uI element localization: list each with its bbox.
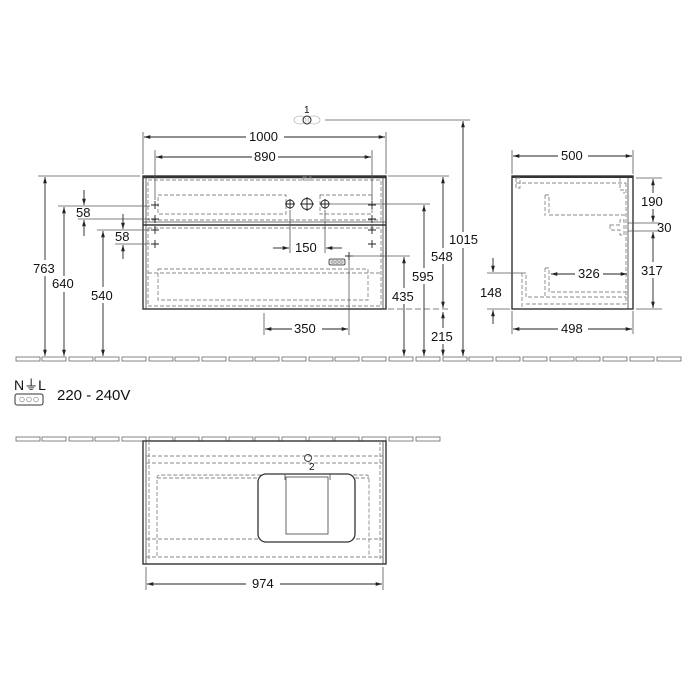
- top-view-wall: [15, 436, 441, 442]
- dim-640: 640: [52, 276, 74, 291]
- front-view: [142, 175, 387, 310]
- callout-2-label: 2: [309, 462, 315, 473]
- dim-435: 435: [392, 289, 414, 304]
- dim-974: 974: [252, 576, 274, 591]
- front-left-dimensions: 763 640 58 58 540: [33, 175, 150, 356]
- dim-215: 215: [431, 329, 453, 344]
- tap-holes: [285, 197, 330, 211]
- dim-498: 498: [561, 321, 583, 336]
- dim-890: 890: [254, 149, 276, 164]
- side-view: 500 498 326 190 30 317 148: [480, 148, 671, 336]
- terminal-label: N⏚L: [14, 377, 46, 393]
- dim-548: 548: [431, 249, 453, 264]
- floor-line: [15, 356, 682, 362]
- dim-326: 326: [578, 266, 600, 281]
- dim-58-bottom: 58: [115, 229, 129, 244]
- callout-1-label: 1: [304, 105, 310, 116]
- dim-317: 317: [641, 263, 663, 278]
- top-view: 2 974: [142, 440, 387, 591]
- dim-595: 595: [412, 269, 434, 284]
- dim-58-top: 58: [76, 205, 90, 220]
- front-right-dimensions: 435 595 548 215 1015: [330, 121, 478, 356]
- fixing-points: [151, 201, 376, 248]
- dim-500: 500: [561, 148, 583, 163]
- dim-763: 763: [33, 261, 55, 276]
- dim-190: 190: [641, 194, 663, 209]
- dim-148: 148: [480, 285, 502, 300]
- dim-1015: 1015: [449, 232, 478, 247]
- dim-1000: 1000: [249, 129, 278, 144]
- voltage-label: 220 - 240V: [57, 387, 130, 404]
- socket-icon: [328, 252, 353, 266]
- dim-350: 350: [294, 321, 316, 336]
- dim-30: 30: [657, 220, 671, 235]
- dim-150: 150: [295, 240, 317, 255]
- front-horizontal-dimensions: 1000 890 150 350: [142, 129, 387, 336]
- dim-540: 540: [91, 288, 113, 303]
- basin: [257, 473, 356, 543]
- callout-1: 1: [293, 105, 470, 125]
- electrical-spec: N⏚L 220 - 240V: [14, 377, 130, 406]
